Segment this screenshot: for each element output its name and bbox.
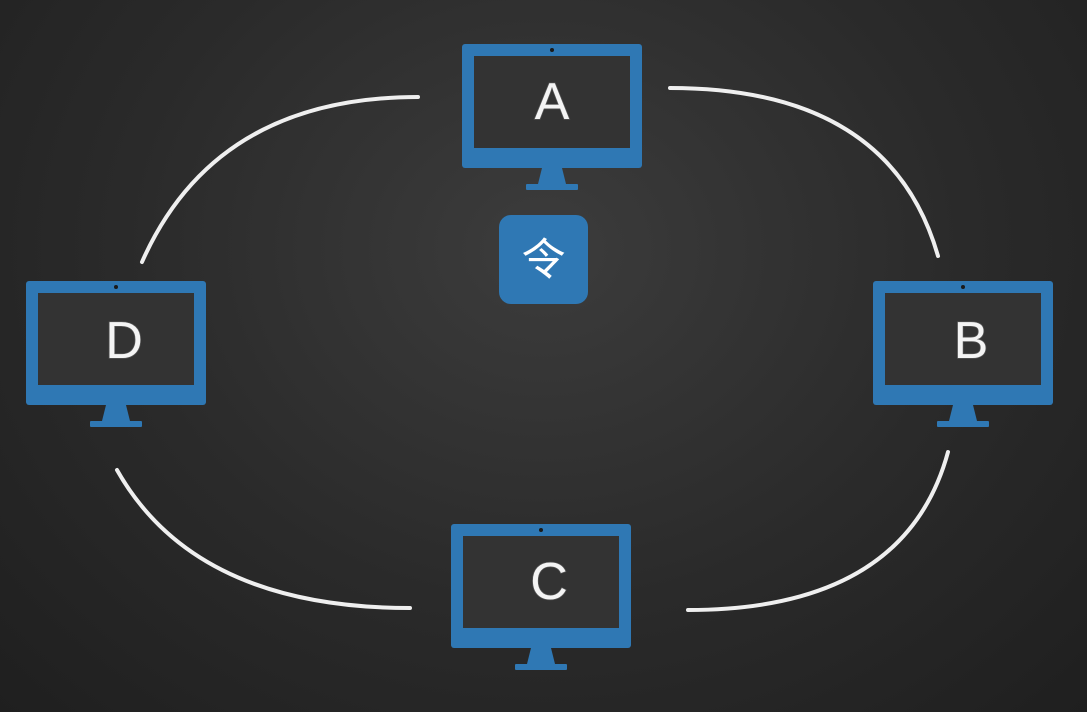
link-c-d: [115, 468, 412, 610]
node-label-c: C: [530, 553, 568, 611]
monitor-a[interactable]: A: [462, 44, 642, 190]
link-a-b: [668, 86, 940, 258]
monitor-d[interactable]: D: [26, 281, 206, 427]
node-label-a: A: [535, 73, 570, 131]
link-b-c: [686, 450, 950, 612]
node-label-b: B: [954, 312, 989, 370]
monitor-c[interactable]: C: [451, 524, 631, 670]
link-d-a: [140, 95, 420, 264]
monitor-b[interactable]: B: [873, 281, 1053, 427]
node-label-d: D: [105, 312, 143, 370]
token-label: 令: [522, 235, 566, 286]
token-badge: 令: [499, 215, 588, 304]
